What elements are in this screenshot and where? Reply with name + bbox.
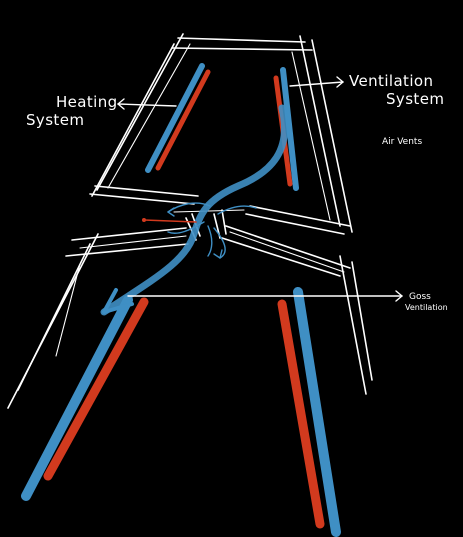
joint-left-upper bbox=[71, 227, 187, 241]
airflow-small-1-head-icon bbox=[167, 207, 175, 217]
joint-right-lower bbox=[221, 237, 341, 277]
lower-right-cold-duct bbox=[293, 287, 341, 537]
airflow-small-2 bbox=[167, 221, 205, 234]
lower-left-hot-duct bbox=[43, 297, 149, 481]
airflow-arrowhead-icon bbox=[102, 288, 134, 314]
lower-frame-left-inner bbox=[55, 263, 81, 357]
heating-label-line1: Heating bbox=[56, 93, 118, 111]
airflow-small-3-head-icon bbox=[213, 249, 223, 259]
airflow-main-path bbox=[100, 104, 289, 316]
joint-tick-4 bbox=[221, 209, 227, 235]
upper-right-cold-duct bbox=[280, 67, 299, 191]
upper-frame bbox=[89, 33, 353, 235]
joint-left-mid bbox=[79, 235, 187, 249]
heating-label-line2: System bbox=[26, 111, 84, 129]
lower-frame-left-outer-2 bbox=[17, 243, 91, 391]
lower-frame-right-outer bbox=[339, 255, 367, 395]
upper-frame-right-edge-inner bbox=[291, 51, 331, 221]
cross-ventilation-label-line1: Goss bbox=[409, 292, 431, 302]
cross-ventilation-label-line2: Ventilation bbox=[405, 303, 448, 312]
airflow-main bbox=[100, 104, 289, 316]
airflow-small-5 bbox=[207, 225, 213, 257]
upper-frame-right-edge-outer bbox=[311, 39, 353, 233]
airflow-small-4 bbox=[217, 205, 257, 215]
upper-frame-top-edge-inner bbox=[171, 47, 313, 51]
ventilation-arrow bbox=[289, 81, 344, 87]
heat-flow-dot-icon bbox=[142, 218, 146, 222]
joint-right-mid bbox=[229, 231, 345, 273]
upper-frame-top-edge bbox=[177, 37, 306, 43]
upper-left-hot-duct bbox=[155, 69, 211, 171]
ventilation-arrowhead-icon bbox=[336, 76, 344, 88]
air-vents-label: Air Vents bbox=[382, 137, 422, 147]
heating-arrowhead-icon bbox=[117, 98, 125, 110]
joint-right-upper bbox=[225, 225, 351, 269]
cross-ventilation-arrowhead-icon bbox=[395, 290, 403, 302]
joint-frame bbox=[65, 209, 351, 277]
upper-frame-bottom-left bbox=[94, 185, 199, 197]
upper-frame-left-edge-outer bbox=[91, 43, 175, 197]
lower-ducts bbox=[21, 287, 341, 537]
upper-frame-bottom-left-2 bbox=[89, 193, 195, 205]
lower-frame bbox=[7, 233, 373, 409]
heat-flow-arrow bbox=[143, 219, 197, 223]
lower-right-hot-duct bbox=[277, 299, 325, 529]
heating-arrow bbox=[117, 103, 177, 107]
upper-frame-bottom-right-2 bbox=[245, 213, 345, 235]
upper-frame-right-edge bbox=[299, 35, 341, 227]
joint-left-lower bbox=[65, 243, 189, 257]
labels: Heating System Ventilation System Air Ve… bbox=[26, 72, 448, 312]
upper-frame-bottom-right bbox=[249, 205, 351, 227]
upper-frame-left-edge-inner bbox=[107, 43, 191, 189]
upper-frame-left-edge bbox=[96, 33, 184, 191]
upper-left-cold-duct bbox=[145, 63, 205, 173]
ventilation-label-line1: Ventilation bbox=[349, 72, 433, 90]
lower-frame-right-outer-2 bbox=[351, 261, 373, 381]
annotation-arrows bbox=[117, 76, 403, 302]
upper-ducts bbox=[145, 63, 299, 191]
airflow-small bbox=[142, 202, 257, 259]
joint-crossbar bbox=[173, 209, 245, 213]
ventilation-label-line2: System bbox=[386, 90, 444, 108]
lower-left-cold-duct bbox=[21, 295, 133, 501]
airflow-small-3 bbox=[213, 227, 226, 259]
